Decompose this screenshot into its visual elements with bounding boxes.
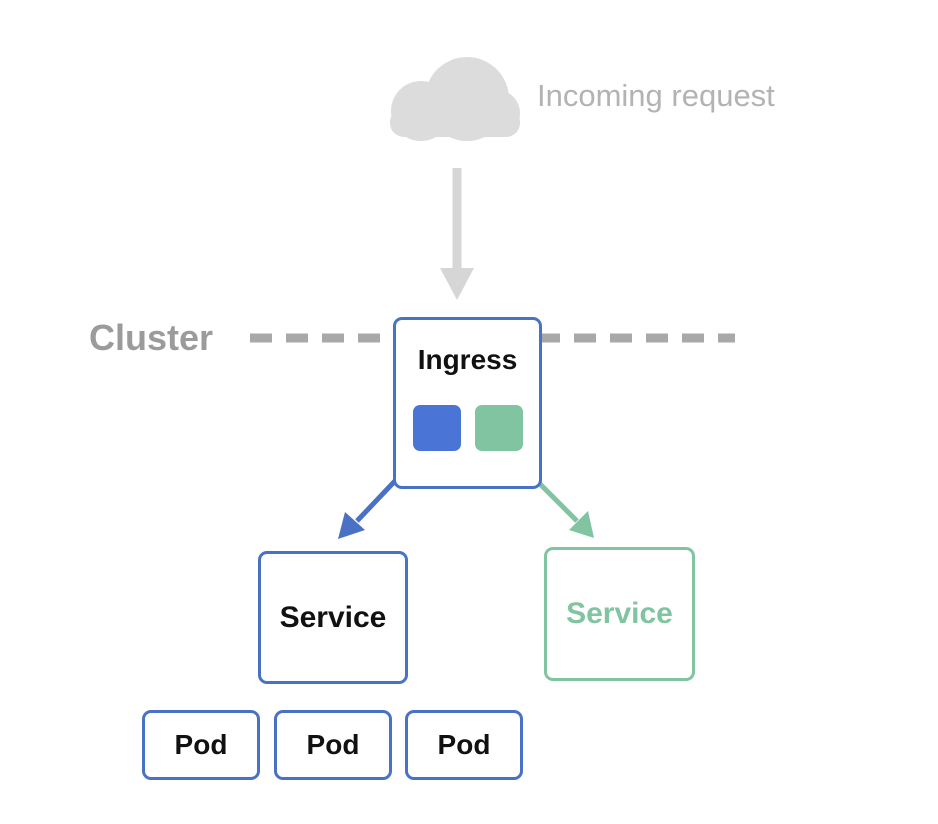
service-box-blue: Service — [258, 551, 408, 684]
pod-box: Pod — [405, 710, 523, 780]
ingress-label: Ingress — [417, 344, 518, 375]
ingress-rule-blue — [413, 405, 461, 451]
ingress-box: Ingress — [393, 317, 542, 489]
incoming-request-label: Incoming request — [537, 78, 775, 113]
service-label-blue: Service — [279, 600, 387, 634]
pod-box: Pod — [142, 710, 260, 780]
incoming-arrow — [440, 168, 474, 300]
pod-box: Pod — [274, 710, 392, 780]
cloud-icon — [390, 57, 520, 141]
cluster-label: Cluster — [89, 317, 214, 358]
pod-label: Pod — [174, 729, 228, 760]
service-label-green: Service — [566, 597, 673, 630]
service-box-green: Service — [544, 547, 695, 681]
pod-label: Pod — [437, 729, 491, 760]
ingress-rule-green — [475, 405, 523, 451]
pod-label: Pod — [306, 729, 360, 760]
